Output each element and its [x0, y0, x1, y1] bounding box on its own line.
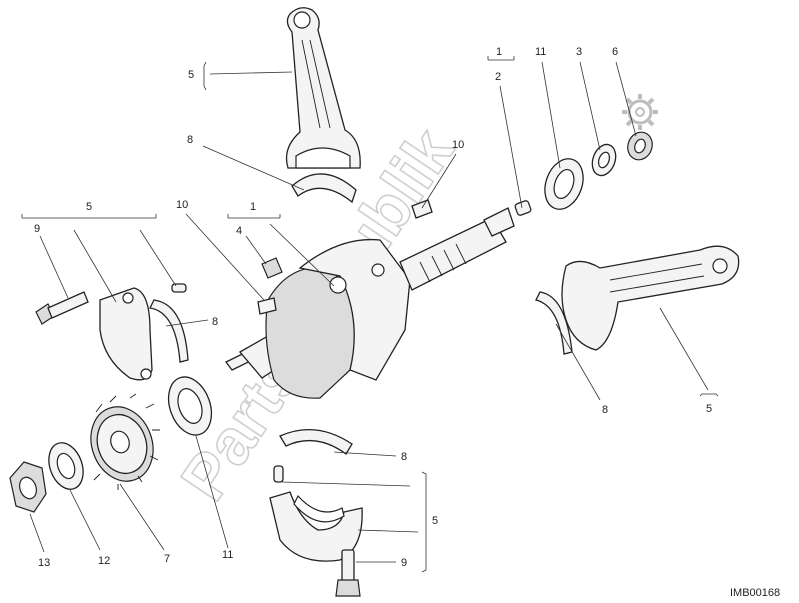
callout-label: 9 [34, 223, 40, 235]
pin-left [171, 283, 187, 293]
bearing-shell-left [149, 299, 189, 363]
diagram-code: IMB00168 [730, 587, 780, 599]
callout-label: 8 [212, 316, 218, 328]
pin-right [514, 200, 532, 216]
bearing-shell-right [535, 291, 573, 355]
callout-label: 10 [452, 139, 464, 151]
watermark-gear-icon [622, 94, 658, 130]
callout-label: 12 [98, 555, 110, 567]
washer-12 [48, 442, 84, 490]
screw-9-left [35, 291, 89, 325]
callout-label: 5 [188, 69, 194, 81]
callout-label: 3 [576, 46, 582, 58]
bearing-shell-bottom [279, 429, 353, 455]
callout-label: 6 [612, 46, 618, 58]
washer-11-top [544, 158, 584, 210]
pin-bottom [273, 465, 284, 483]
callout-labels: 5 8 10 1 2 11 3 6 5 9 10 1 4 8 8 5 8 5 9… [34, 46, 780, 599]
nut-13 [9, 461, 47, 513]
nut-6 [627, 131, 653, 161]
callout-label: 1 [250, 201, 256, 213]
key-left [257, 297, 277, 315]
callout-label: 5 [86, 201, 92, 213]
key-right [411, 199, 433, 219]
connecting-rod-top [285, 7, 361, 169]
cap-bottom [269, 491, 363, 562]
leader-lines [21, 56, 719, 573]
spacer-3 [591, 143, 617, 177]
connecting-rod-right [561, 245, 740, 351]
callout-label: 11 [535, 46, 546, 58]
callout-label: 11 [222, 549, 233, 561]
callout-label: 8 [602, 404, 608, 416]
screw-9-bottom [335, 549, 361, 597]
callout-label: 9 [401, 557, 407, 569]
plug-4 [261, 257, 283, 279]
cap-left [99, 287, 153, 381]
bearing-shell-top [291, 173, 357, 204]
callout-label: 5 [706, 403, 712, 415]
callout-label: 8 [401, 451, 407, 463]
callout-label: 13 [38, 557, 50, 569]
callout-label: 7 [164, 553, 170, 565]
callout-label: 5 [432, 515, 438, 527]
callout-label: 4 [236, 225, 242, 237]
washer-11-bottom [167, 376, 213, 436]
crankshaft [225, 207, 515, 399]
callout-label: 10 [176, 199, 188, 211]
callout-label: 8 [187, 134, 193, 146]
callout-label: 1 [496, 46, 502, 58]
gear-7 [90, 393, 160, 490]
callout-label: 2 [495, 71, 501, 83]
